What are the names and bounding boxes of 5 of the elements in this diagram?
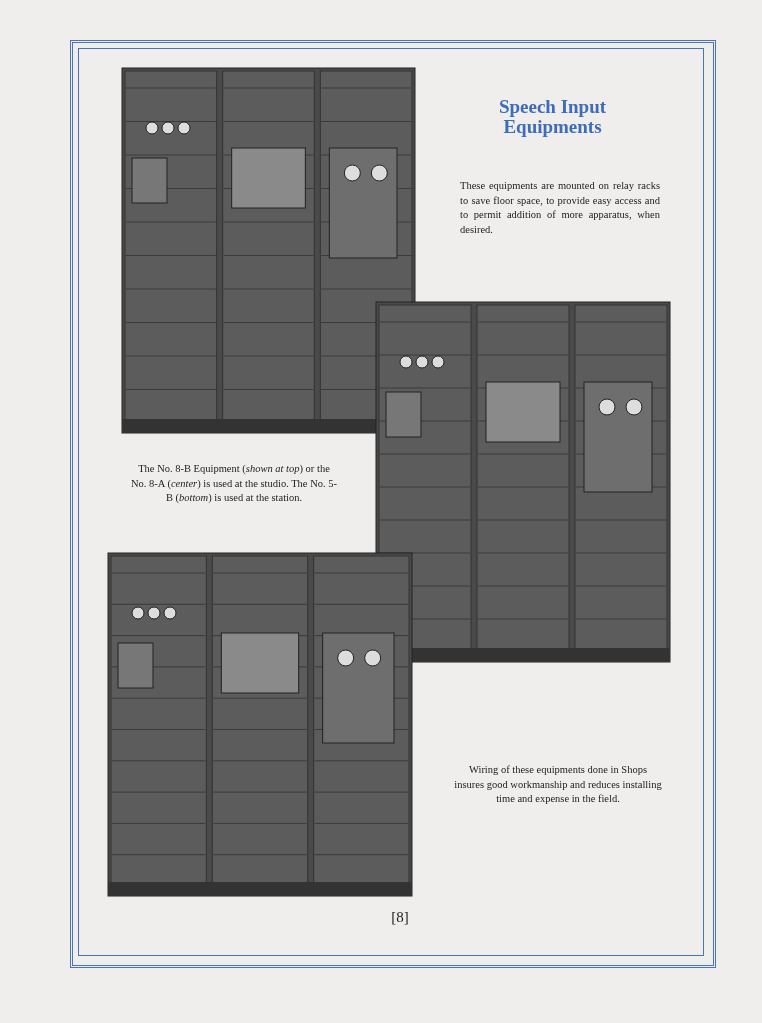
description-paragraph: These equipments are mounted on relay racks to save floor space, to provide easy access and to permit addition of more apparatus, when desired. <box>460 179 660 237</box>
description-paragraph: Wiring of these equipments done in Shops insures good workmanship and reduces installing time and expense in the field. <box>453 763 663 806</box>
page-title: Speech Input Equipments <box>497 97 608 137</box>
description-paragraph: The No. 8-B Equipment (shown at top) or the No. 8-A (center) is used at the studio. The No. 5-B (bottom) is used at the station. <box>130 462 338 505</box>
page-number: [8] <box>390 908 410 926</box>
